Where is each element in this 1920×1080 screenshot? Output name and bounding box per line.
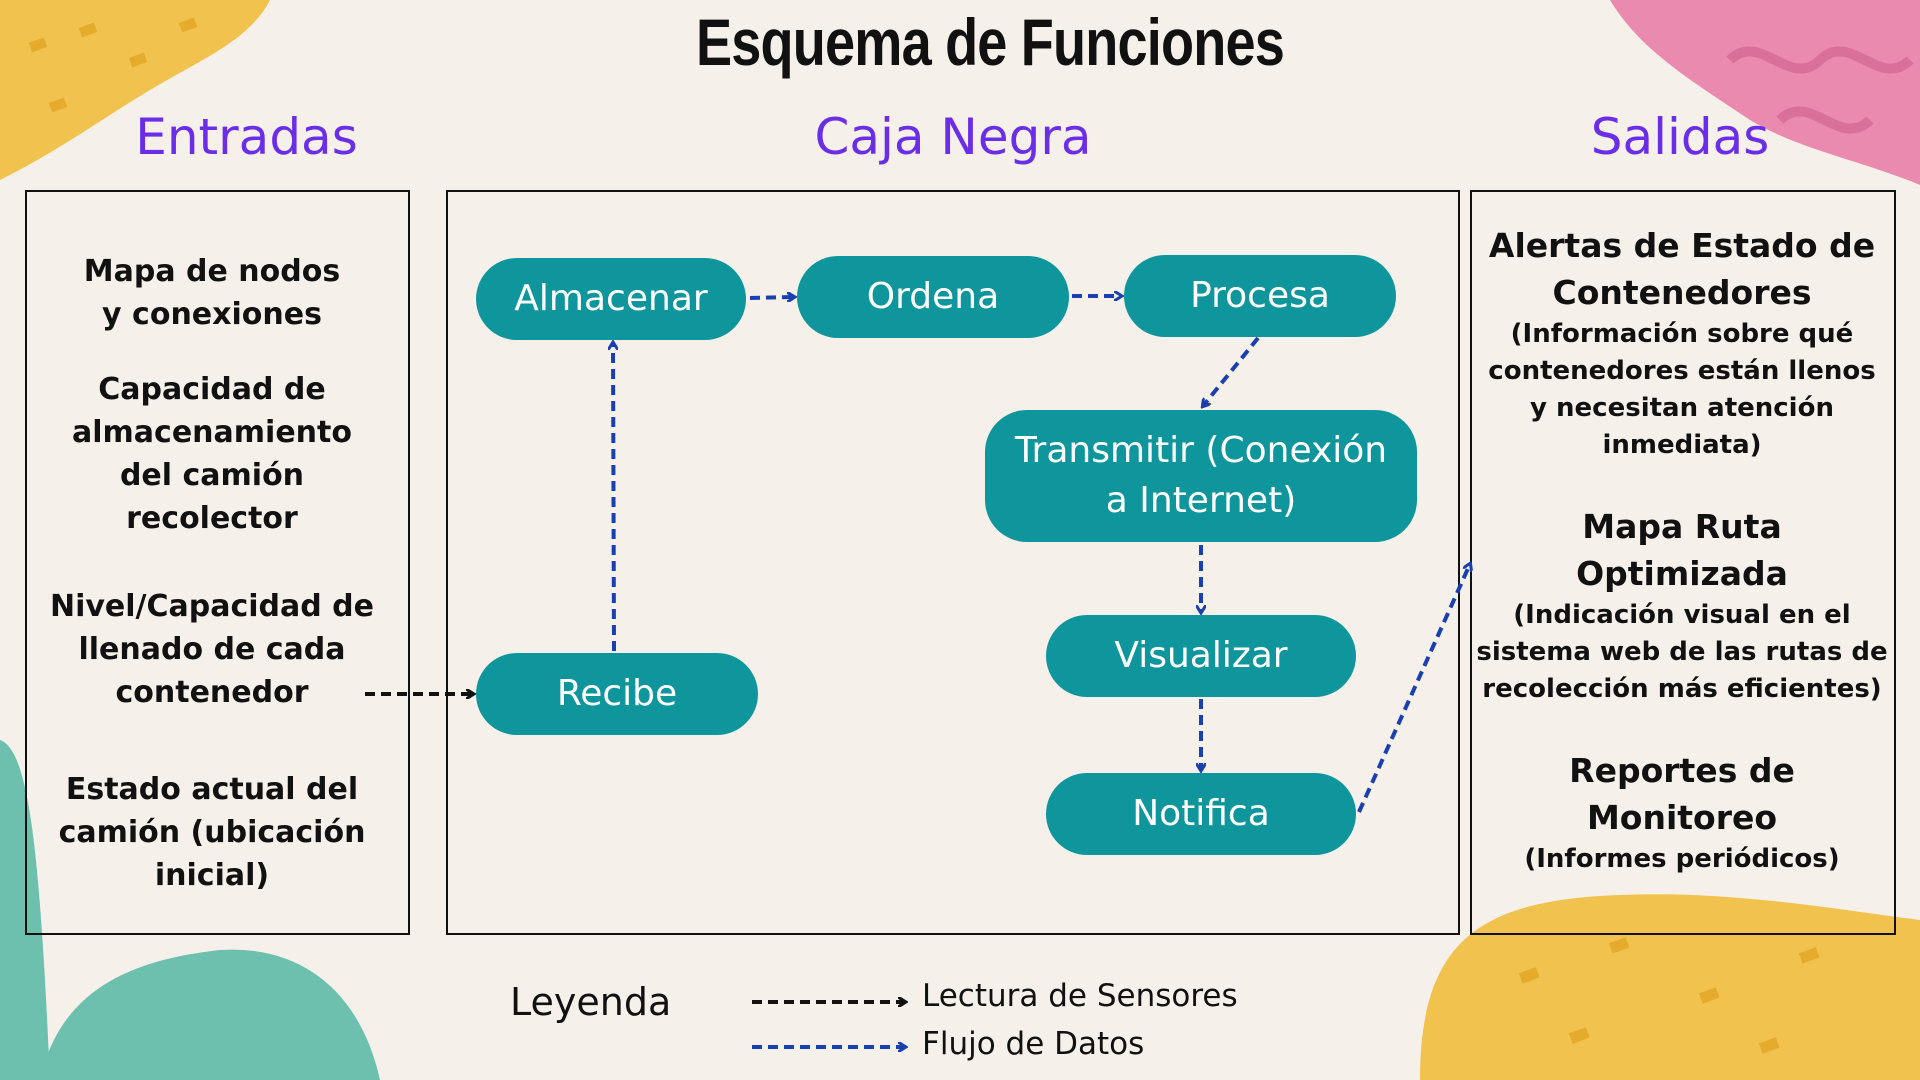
section-heading-inputs: Entradas bbox=[135, 108, 358, 166]
inputs-panel bbox=[25, 190, 410, 935]
output-description: (Informes periódicos) bbox=[1524, 844, 1840, 874]
node-procesa: Procesa bbox=[1124, 255, 1396, 337]
output-title: Reportes de Monitoreo bbox=[1569, 751, 1795, 837]
legend-label: Leyenda bbox=[510, 980, 672, 1024]
input-container-fill-level: Nivel/Capacidad de llenado de cada conte… bbox=[49, 589, 375, 710]
legend-data-flow: Flujo de Datos bbox=[922, 1026, 1145, 1062]
node-ordena: Ordena bbox=[797, 256, 1069, 338]
decor-yellow-top-left bbox=[0, 0, 270, 180]
input-node-map: Mapa de nodos y conexiones bbox=[83, 254, 341, 332]
decor-pink-top-right bbox=[1610, 0, 1920, 185]
output-description: (Información sobre qué contenedores está… bbox=[1488, 319, 1876, 460]
node-almacenar: Almacenar bbox=[476, 258, 746, 340]
section-heading-black-box: Caja Negra bbox=[814, 108, 1092, 166]
input-truck-state: Estado actual del camión (ubicación inic… bbox=[58, 772, 366, 893]
output-title: Mapa Ruta Optimizada bbox=[1576, 507, 1788, 593]
black-box-panel bbox=[446, 190, 1460, 935]
node-recibe: Recibe bbox=[476, 653, 758, 735]
page-title: Esquema de Funciones bbox=[695, 5, 1285, 79]
input-truck-capacity: Capacidad de almacenamiento del camión r… bbox=[72, 372, 352, 536]
output-title: Alertas de Estado de Contenedores bbox=[1488, 226, 1876, 312]
decor-yellow-bottom-right bbox=[1420, 894, 1920, 1080]
node-notifica: Notifica bbox=[1046, 773, 1356, 855]
section-heading-outputs: Salidas bbox=[1590, 108, 1770, 166]
output-description: (Indicación visual en el sistema web de … bbox=[1476, 600, 1888, 704]
node-visualizar: Visualizar bbox=[1046, 615, 1356, 697]
output-container-alerts: Alertas de Estado de Contenedores (Infor… bbox=[1472, 222, 1892, 464]
output-optimized-route: Mapa Ruta Optimizada (Indicación visual … bbox=[1472, 503, 1892, 708]
node-transmitir: Transmitir (Conexión a Internet) bbox=[985, 410, 1417, 542]
output-monitoring-reports: Reportes de Monitoreo (Informes periódic… bbox=[1472, 747, 1892, 878]
legend-sensor-reading: Lectura de Sensores bbox=[922, 978, 1238, 1014]
